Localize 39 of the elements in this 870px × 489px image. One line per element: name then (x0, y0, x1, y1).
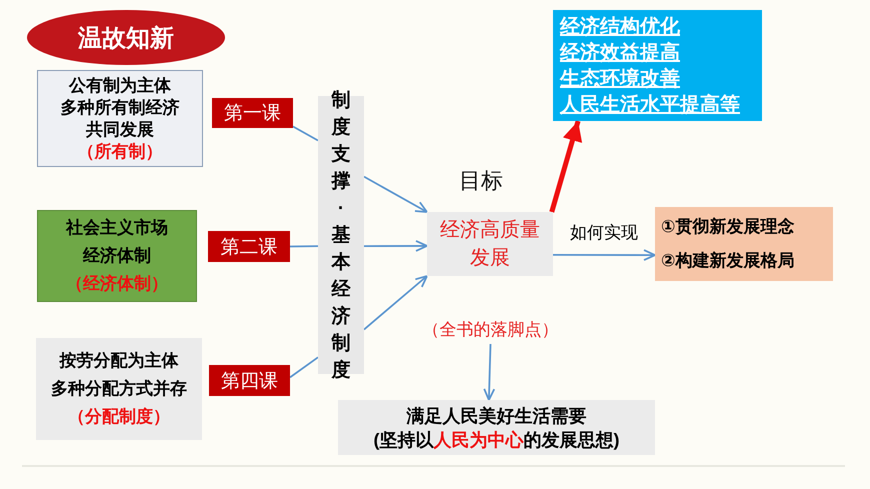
arrow (549, 120, 582, 213)
box-text: 温故知新 (78, 24, 174, 54)
method-box (655, 207, 833, 281)
box-text: （所有制） (78, 140, 162, 162)
box-text: 社会主义市场经济体制 (66, 217, 168, 267)
box-text: ①贯彻新发展理念 (661, 216, 794, 238)
box-text: (坚持以人民为中心的发展思想) (374, 428, 620, 452)
box-text: 制度支撑·基本经济制度 (332, 88, 350, 382)
box-text: 按劳分配为主体 (60, 350, 178, 372)
lesson-box (208, 231, 290, 262)
topic-box (37, 210, 197, 302)
box-text: 公有制为主体 (69, 74, 171, 96)
box-text: 第一课 (224, 102, 281, 126)
box-text: ②构建新发展格局 (661, 250, 794, 272)
arrow (363, 275, 428, 330)
topic-box (37, 70, 203, 167)
box-text: 生态环境改善 (560, 66, 680, 92)
goal-box (338, 400, 655, 455)
box-text: 满足人民美好生活需要 (406, 404, 586, 428)
box-text: （分配制度） (68, 406, 170, 428)
box-text: 经济结构优化 (560, 14, 680, 40)
box-text: （经济体制） (66, 273, 168, 295)
box-text: 第二课 (220, 236, 278, 260)
box-text: 多种所有制经济 (60, 96, 180, 118)
box-text: 共同发展 (86, 118, 154, 140)
result-box (553, 10, 762, 121)
arrow (364, 176, 428, 213)
box-text: 人民生活水平提高等 (560, 92, 740, 118)
lesson-box (209, 365, 290, 396)
box-text: 经济效益提高 (560, 40, 680, 66)
arrow (364, 240, 428, 252)
box-text: 第四课 (221, 370, 278, 394)
arrow (483, 344, 496, 401)
arrow (553, 249, 656, 261)
heading-text: 目标 (459, 167, 503, 195)
box-text: 经济高质量发展 (440, 218, 540, 271)
box-text: 多种分配方式并存 (51, 378, 187, 400)
note-text: （全书的落脚点） (418, 314, 563, 344)
lesson-box (212, 98, 293, 128)
